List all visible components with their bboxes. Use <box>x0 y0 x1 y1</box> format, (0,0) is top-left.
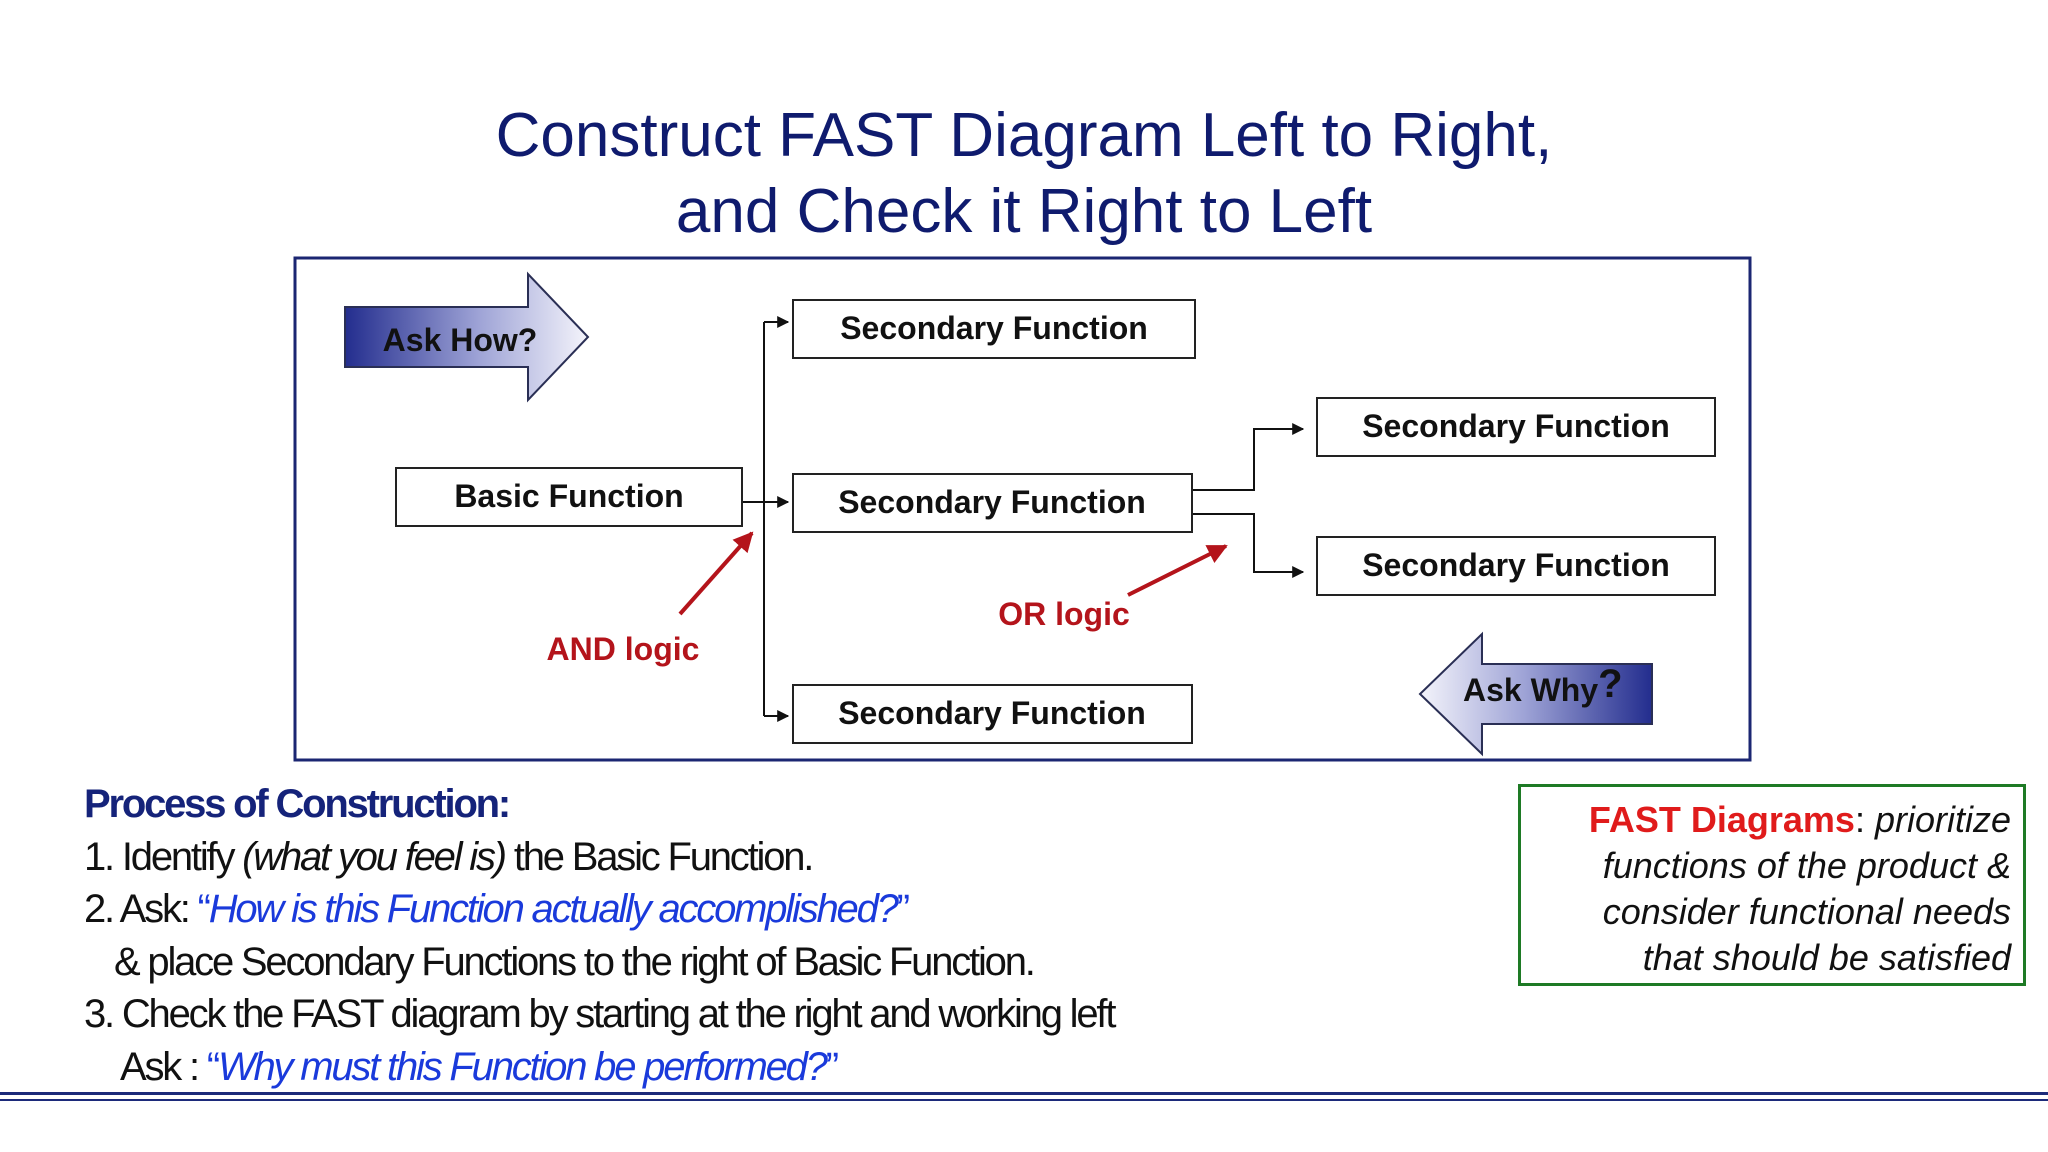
basic-function-label: Basic Function <box>454 478 683 514</box>
secondary-function-box-top: Secondary Function <box>792 299 1196 359</box>
fast-note-line-3: consider functional needs <box>1602 891 2011 932</box>
step-2-detail: & place Secondary Functions to the right… <box>114 939 1036 984</box>
secondary-function-label: Secondary Function <box>838 484 1146 520</box>
process-of-construction: Process of Construction: 1. Identify (wh… <box>84 778 1184 1093</box>
bottom-rule-secondary <box>0 1099 2048 1101</box>
secondary-function-label: Secondary Function <box>838 695 1146 731</box>
step-3-close-quote: ” <box>825 1044 839 1089</box>
page-title: Construct FAST Diagram Left to Right, an… <box>0 98 2048 250</box>
fast-note-line-1: FAST Diagrams: prioritize <box>1521 797 2011 843</box>
ask-how-label: Ask How? <box>383 322 538 358</box>
fast-diagrams-note: FAST Diagrams: prioritize functions of t… <box>1518 784 2026 986</box>
fast-note-text-1: prioritize <box>1874 799 2011 840</box>
ask-why-arrow: Ask Why? <box>1418 631 1653 757</box>
title-line-2: and Check it Right to Left <box>675 177 1373 246</box>
step-3-question: Why must this Function be performed? <box>217 1044 828 1089</box>
title-line-1: Construct FAST Diagram Left to Right, <box>495 101 1553 170</box>
step-3-open-quote: “ <box>206 1044 220 1089</box>
step-2-question: How is this Function actually accomplish… <box>208 887 899 931</box>
and-logic-annotation: AND logic <box>547 531 754 667</box>
or-logic-annotation: OR logic <box>998 544 1228 632</box>
secondary-function-box-right-bottom: Secondary Function <box>1316 536 1716 596</box>
step-2-close-quote: ” <box>896 887 910 931</box>
and-logic-label: AND logic <box>547 631 700 667</box>
secondary-function-label: Secondary Function <box>1362 547 1670 583</box>
ask-how-arrow: Ask How? <box>344 271 590 403</box>
secondary-function-box-right-top: Secondary Function <box>1316 397 1716 457</box>
step-1-suffix: the Basic Function. <box>504 834 815 879</box>
step-1-prefix: 1. Identify <box>84 834 243 879</box>
fast-note-colon: : <box>1854 799 1875 840</box>
step-3-prefix: Ask : <box>120 1044 207 1089</box>
bottom-rule <box>0 1092 2048 1095</box>
secondary-function-box-bottom: Secondary Function <box>792 684 1193 744</box>
step-1-aside: (what you feel is) <box>242 834 507 879</box>
secondary-function-label: Secondary Function <box>840 310 1148 346</box>
fast-note-line-2: functions of the product & <box>1602 845 2011 886</box>
secondary-function-box-middle: Secondary Function <box>792 473 1193 533</box>
ask-why-question-mark: ? <box>1598 662 1622 706</box>
connector-lines <box>742 316 1305 722</box>
step-2: 2. Ask: “How is this Function actually a… <box>84 883 1184 936</box>
basic-function-box: Basic Function <box>395 467 743 527</box>
step-3-continued: Ask : “Why must this Function be perform… <box>84 1041 1184 1094</box>
or-logic-label: OR logic <box>998 596 1130 632</box>
step-2-open-quote: “ <box>197 887 211 931</box>
fast-note-line-4: that should be satisfied <box>1642 937 2011 978</box>
svg-text:Ask Why?: Ask Why? <box>1463 662 1623 708</box>
process-heading: Process of Construction: <box>84 782 511 826</box>
step-2-prefix: 2. Ask: <box>84 887 198 931</box>
fast-diagrams-label: FAST Diagrams <box>1588 799 1855 840</box>
secondary-function-label: Secondary Function <box>1362 408 1670 444</box>
step-2-continued: & place Secondary Functions to the right… <box>84 936 1184 989</box>
step-1: 1. Identify (what you feel is) the Basic… <box>84 831 1184 884</box>
step-3: 3. Check the FAST diagram by starting at… <box>84 992 1116 1036</box>
ask-why-label: Ask Why <box>1463 672 1598 708</box>
